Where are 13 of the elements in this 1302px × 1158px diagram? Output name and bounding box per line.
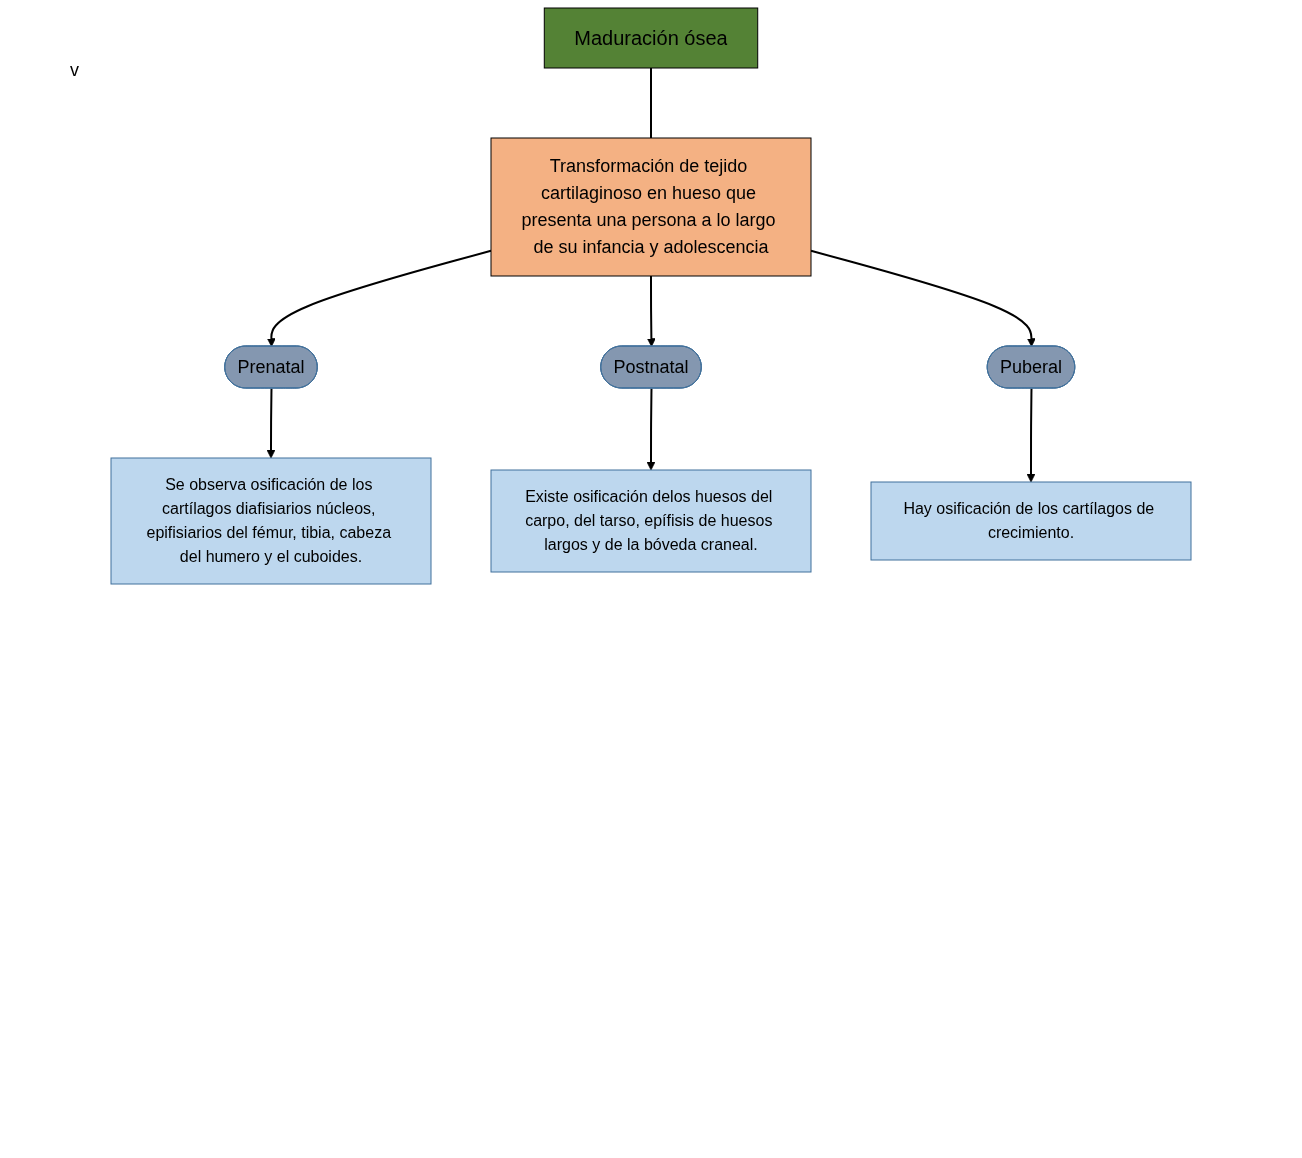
arrow xyxy=(810,249,1036,347)
arrow xyxy=(266,387,276,459)
arrow xyxy=(647,275,656,347)
node-box: Hay osificación de los cartílagos de crecimiento. xyxy=(870,481,1192,561)
node-box: Maduración ósea xyxy=(543,7,759,69)
node-box: Transformación de tejido cartilaginoso en hueso que presenta una persona a lo largo de su infancia y adolescencia xyxy=(490,137,812,277)
arrow xyxy=(267,249,492,347)
arrow xyxy=(646,387,656,471)
node-box: Se observa osificación de los cartílagos diafisiarios núcleos, epifisiarios del fémur, tibia, cabeza del humero y el cuboides. xyxy=(110,457,432,585)
arrow xyxy=(1026,387,1036,483)
note-text: v xyxy=(70,60,79,81)
node-box: Existe osificación delos huesos del carpo, del tarso, epífisis de huesos largos y de la bóveda craneal. xyxy=(490,469,812,573)
connector xyxy=(650,67,652,139)
